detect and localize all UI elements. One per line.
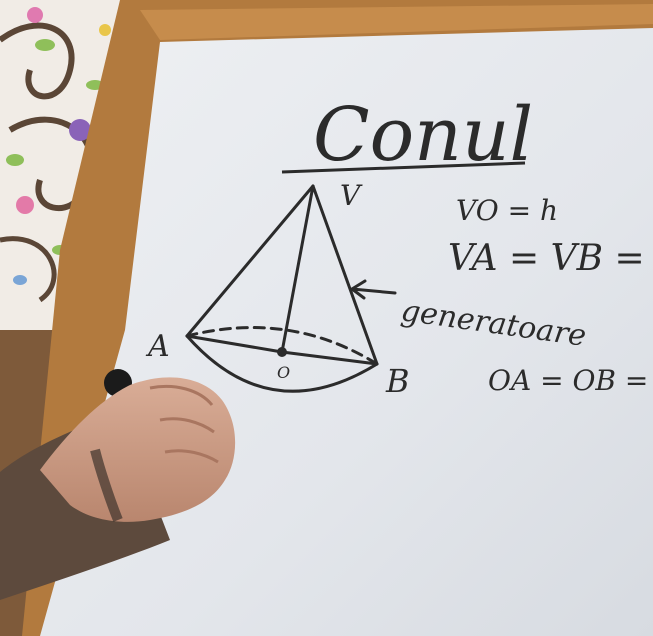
cone-diagram	[185, 184, 397, 393]
point-b-label: B	[385, 362, 410, 400]
vertex-label: V	[340, 179, 363, 212]
cone-right-generatrix	[311, 184, 379, 366]
equation-height: VO = h	[456, 194, 558, 227]
presenter-hand	[0, 377, 236, 600]
cone-height-line	[280, 184, 315, 354]
cone-radius-b	[280, 350, 379, 366]
cone-base-back-arc	[185, 326, 379, 366]
cone-left-generatrix	[185, 184, 315, 338]
title-underline	[281, 161, 526, 174]
center-label: O	[277, 363, 290, 382]
arrow-to-generatrix	[350, 279, 397, 300]
equation-radius: OA = OB = R	[488, 364, 653, 397]
cone-center-dot	[277, 347, 287, 357]
point-a-label: A	[145, 329, 170, 364]
cone-radius-a	[185, 334, 284, 354]
cone-base-front-arc	[185, 334, 379, 393]
equation-generatrix: VA = VB = G	[448, 238, 653, 279]
